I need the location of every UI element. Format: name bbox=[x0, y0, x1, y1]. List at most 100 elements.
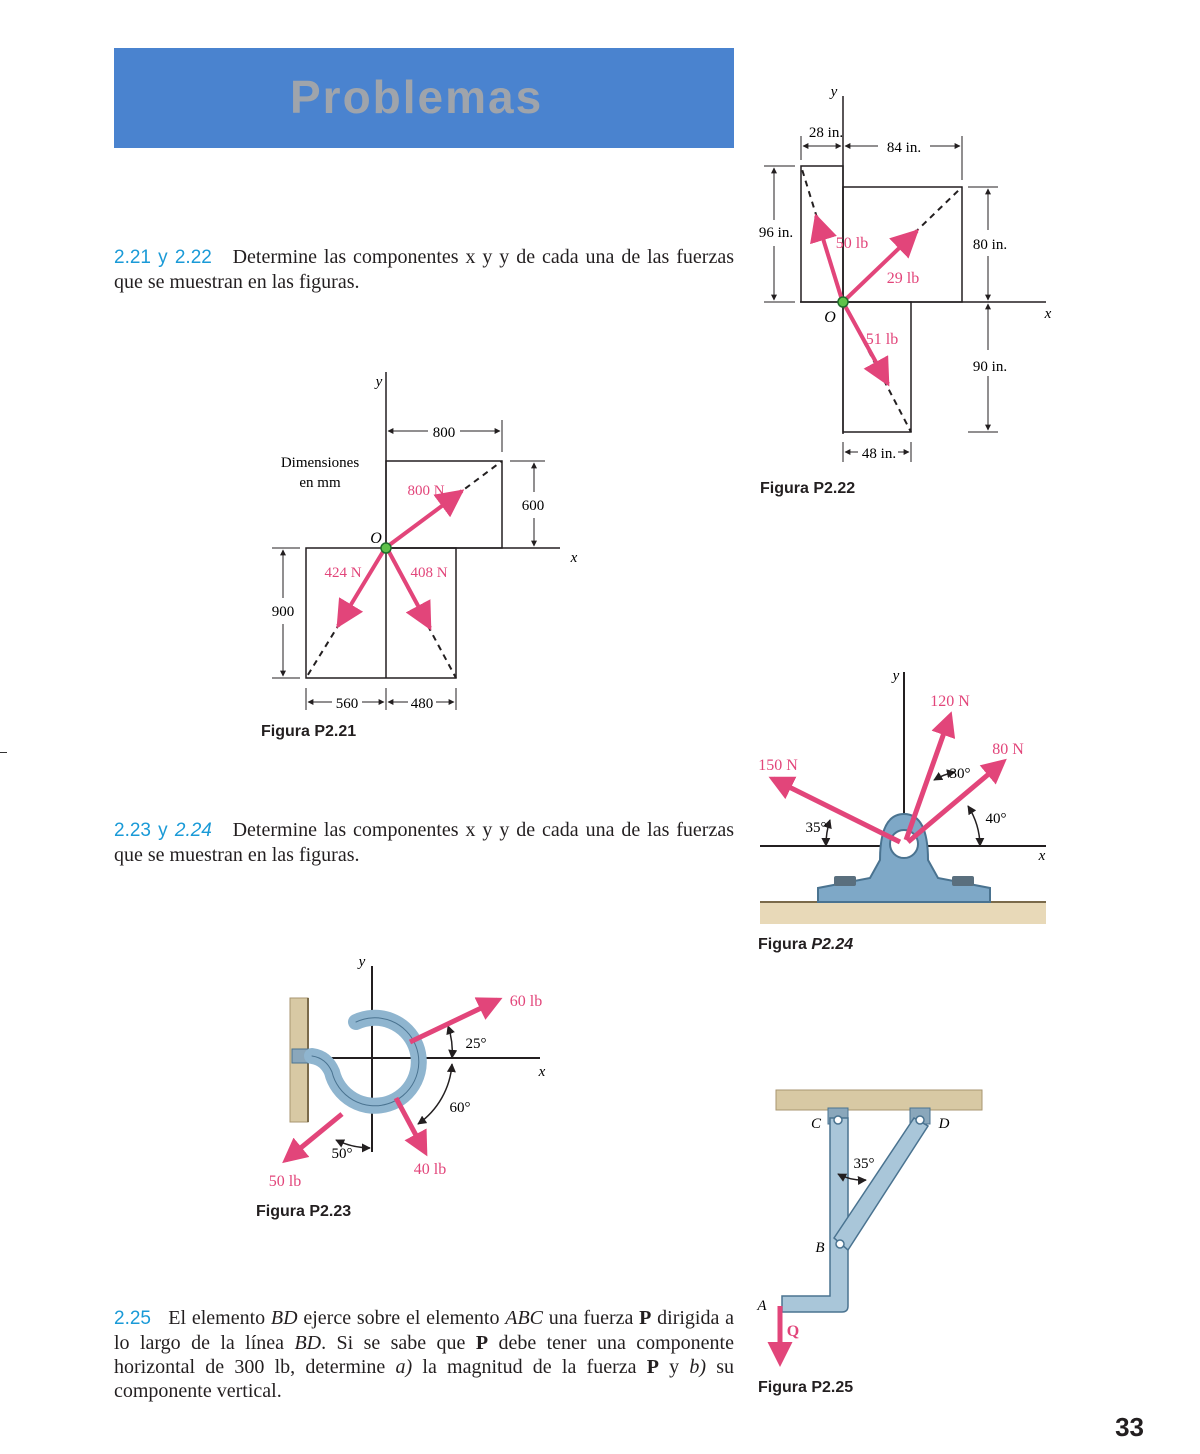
part-label: b) bbox=[689, 1356, 707, 1378]
problem-text: dirigida a lo largo de la línea bbox=[114, 1307, 735, 1354]
angle-35-label: 35° bbox=[806, 820, 827, 836]
section-title: Problemas bbox=[290, 71, 544, 123]
force-424n-arrow bbox=[336, 548, 386, 629]
page-number: 33 bbox=[1115, 1412, 1144, 1442]
dim-96-label: 96 in. bbox=[759, 225, 793, 241]
bolt bbox=[834, 876, 856, 886]
force-29lb-arrow bbox=[843, 229, 920, 302]
force-60lb-label: 60 lb bbox=[510, 993, 542, 1010]
dim-480-label: 480 bbox=[411, 696, 434, 712]
point-b-label: B bbox=[815, 1240, 824, 1256]
dim-80-label: 80 in. bbox=[973, 237, 1007, 253]
dim-800-label: 800 bbox=[433, 425, 456, 441]
figure-p2-23: y x 60 lb 50 lb 40 lb 25° 60° 50° bbox=[269, 954, 546, 1190]
member-label: ABC bbox=[505, 1307, 544, 1329]
problem-text: El elemento bbox=[168, 1307, 271, 1329]
force-80n-label: 80 N bbox=[992, 741, 1024, 758]
angle-40-label: 40° bbox=[986, 811, 1007, 827]
point-d-label: D bbox=[938, 1116, 950, 1132]
force-50lb-arrow bbox=[810, 213, 844, 301]
problem-2-21: 2.21 y 2.22 Determine las componentes x … bbox=[114, 245, 734, 294]
force-408n-label: 408 N bbox=[410, 565, 447, 581]
angle-30-arc bbox=[933, 769, 956, 781]
force-408n-arrow bbox=[386, 549, 432, 631]
margin-mark-left bbox=[0, 752, 7, 753]
force-424n-label: 424 N bbox=[324, 565, 361, 581]
angle-25-label: 25° bbox=[466, 1036, 487, 1052]
force-80n-arrow bbox=[906, 758, 1007, 844]
force-symbol: P bbox=[475, 1332, 489, 1354]
figure-p2-25: A B C D Q 35° bbox=[756, 1089, 983, 1367]
figure-p2-24: y x 150 N 120 N 80 N 35° 30° 40° bbox=[758, 668, 1046, 924]
axis-y-label: y bbox=[829, 84, 838, 100]
member-label: BD bbox=[270, 1307, 298, 1329]
dim-28-label: 28 in. bbox=[809, 125, 843, 141]
force-40lb-label: 40 lb bbox=[414, 1161, 446, 1178]
origin-label: O bbox=[824, 309, 836, 326]
dim-48-label: 48 in. bbox=[862, 446, 896, 462]
origin-label: O bbox=[370, 530, 382, 547]
dim-560-label: 560 bbox=[336, 696, 359, 712]
problem-2-25: 2.25 El elemento BD ejerce sobre el elem… bbox=[114, 1306, 734, 1403]
dimensions-note: Dimensiones bbox=[281, 455, 359, 471]
axis-x-label: x bbox=[1038, 848, 1046, 864]
dim-600-label: 600 bbox=[522, 498, 545, 514]
pin-c bbox=[833, 1115, 843, 1125]
figure-p2-22-caption: Figura P2.22 bbox=[760, 480, 856, 497]
problem-text: Determine las componentes x y y de cada … bbox=[114, 819, 735, 866]
force-symbol: P bbox=[646, 1356, 659, 1378]
force-40lb-arrow bbox=[393, 1096, 428, 1157]
point-a-label: A bbox=[756, 1298, 767, 1314]
pin-b bbox=[835, 1239, 845, 1249]
problem-text: debe tener una componente horizontal de … bbox=[114, 1332, 734, 1378]
angle-25-arc bbox=[446, 1025, 458, 1059]
figure-p2-22: 28 in. 84 in. 96 in. 80 in. 90 in. 48 in… bbox=[759, 84, 1052, 462]
figure-p2-21-caption: Figura P2.21 bbox=[261, 723, 357, 740]
ground bbox=[760, 902, 1046, 924]
point-c-label: C bbox=[811, 1116, 822, 1132]
force-q-label: Q bbox=[787, 1323, 799, 1340]
angle-35-label: 35° bbox=[854, 1156, 875, 1172]
figure-p2-23-caption: Figura P2.23 bbox=[256, 1203, 352, 1220]
member-label: BD bbox=[294, 1332, 322, 1354]
axis-x-label: x bbox=[538, 1064, 546, 1080]
force-800n-arrow bbox=[386, 489, 465, 548]
axis-x-label: x bbox=[1044, 306, 1052, 322]
angle-35-arc bbox=[821, 819, 832, 847]
problem-text: y bbox=[658, 1356, 690, 1378]
force-51lb-arrow bbox=[842, 303, 890, 387]
bolt bbox=[952, 876, 974, 886]
problem-number: 2.25 bbox=[114, 1308, 151, 1329]
problem-number: 2.21 y 2.22 bbox=[114, 247, 212, 268]
angle-60-label: 60° bbox=[450, 1100, 471, 1116]
figure-p2-21: 800 600 900 560 480 y x O Dimensiones en… bbox=[272, 372, 578, 712]
force-150n-label: 150 N bbox=[758, 757, 798, 774]
section-banner bbox=[114, 48, 734, 148]
force-800n-label: 800 N bbox=[407, 483, 444, 499]
angle-50-label: 50° bbox=[332, 1146, 353, 1162]
force-120n-label: 120 N bbox=[930, 693, 970, 710]
angle-35-arc bbox=[837, 1173, 867, 1185]
angle-40-arc bbox=[967, 805, 985, 847]
member-abc bbox=[781, 1117, 849, 1313]
angle-30-label: 30° bbox=[950, 766, 971, 782]
problem-text: Determine las componentes x y y de cada … bbox=[114, 246, 734, 293]
problem-text: una fuerza bbox=[543, 1307, 640, 1329]
dim-84-label: 84 in. bbox=[887, 140, 921, 156]
problem-number: 2.23 y bbox=[114, 820, 175, 841]
ceiling bbox=[775, 1089, 983, 1111]
force-120n-arrow bbox=[903, 711, 956, 841]
force-50lb-label: 50 lb bbox=[836, 235, 868, 252]
origin-point bbox=[380, 542, 392, 554]
angle-60-arc bbox=[417, 1063, 456, 1125]
caption-prefix: Figura bbox=[758, 936, 812, 953]
force-29lb-label: 29 lb bbox=[887, 270, 919, 287]
rect-bottom bbox=[842, 301, 912, 433]
force-50lb-arrow bbox=[282, 1112, 344, 1164]
force-60lb-arrow bbox=[408, 997, 503, 1045]
dim-900-label: 900 bbox=[272, 604, 295, 620]
part-label: a) bbox=[395, 1356, 413, 1378]
dim-90-label: 90 in. bbox=[973, 359, 1007, 375]
axis-x-label: x bbox=[570, 550, 578, 566]
figure-p2-25-caption: Figura P2.25 bbox=[758, 1379, 854, 1396]
